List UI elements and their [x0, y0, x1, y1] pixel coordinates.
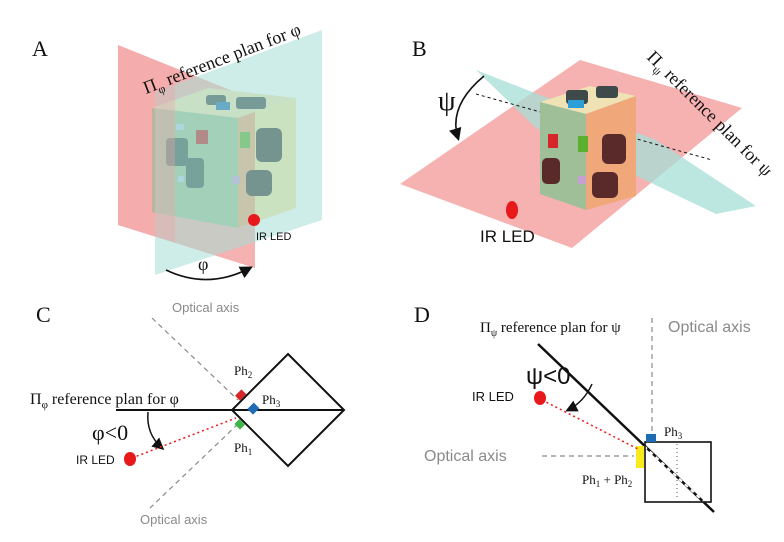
panel-d: D Πψ reference plan for ψ Optical axis P…	[414, 302, 751, 513]
panel-c-angle-label: φ<0	[92, 420, 128, 445]
panel-b-cube-left-face	[540, 102, 586, 210]
panel-b-letter: B	[412, 36, 427, 61]
panel-d-plane-label: Πψ reference plan for ψ	[480, 320, 621, 339]
panel-b-angle-arc	[449, 75, 485, 142]
panel-d-ph12-sensor	[636, 446, 644, 468]
panel-d-letter: D	[414, 302, 430, 327]
panel-c-plane-label: Πφ reference plan for φ	[30, 391, 179, 411]
panel-b-ir-led	[506, 201, 518, 219]
panel-c-ph3-sensor	[247, 402, 260, 415]
panel-d-reference-line	[537, 343, 715, 513]
panel-d-reference-line-dashed	[643, 445, 705, 503]
panel-c-ph1-sensor	[234, 419, 245, 430]
panel-d-angle-label: ψ<0	[526, 363, 570, 390]
panel-c-ph1-label: Ph1	[234, 440, 252, 457]
panel-b-chip	[578, 176, 586, 184]
panel-b-chip	[602, 134, 626, 164]
panel-d-ph12-label: Ph1 + Ph2	[582, 472, 632, 489]
panel-b: B Πψ reference plan for ψ IR LED ψ	[400, 36, 777, 248]
panel-b-angle-label: ψ	[438, 86, 456, 117]
panel-d-optical-axis-left: Optical axis	[424, 448, 507, 465]
panel-c-optical-axis-top: Optical axis	[172, 300, 240, 315]
panel-a-red-plane-front	[118, 45, 175, 242]
panel-d-ph3-sensor	[646, 434, 656, 442]
panel-b-chip	[568, 100, 584, 108]
panel-c-angle-arc	[147, 411, 165, 450]
panel-c-ph2-label: Ph2	[234, 363, 252, 380]
panel-a-angle-label: φ	[198, 254, 208, 274]
panel-d-ir-led	[534, 391, 546, 405]
panel-c-optical-axis-line-top	[151, 317, 239, 401]
panel-a: A Πφ reference plan for φ IR LED	[32, 19, 322, 281]
panel-d-ph3-label: Ph3	[664, 424, 683, 441]
panel-d-led-label: IR LED	[472, 389, 514, 404]
panel-b-chip	[578, 136, 588, 152]
panel-c-ph2-sensor	[235, 389, 247, 401]
panel-d-led-ray	[541, 399, 641, 451]
panel-b-chip	[548, 134, 558, 148]
panel-a-angle-arc	[165, 266, 253, 281]
panel-c-led-ray	[131, 417, 237, 459]
panel-c: C Optical axis Optical axis Πφ reference…	[30, 300, 346, 527]
panel-c-letter: C	[36, 302, 51, 327]
panel-c-optical-axis-line-bottom	[149, 423, 239, 509]
panel-c-ir-led	[124, 452, 136, 466]
panel-d-optical-axis-top: Optical axis	[668, 319, 751, 336]
panel-c-optical-axis-bottom: Optical axis	[140, 512, 208, 527]
panel-a-led-label: IR LED	[256, 231, 292, 243]
panel-c-ph3-label: Ph3	[262, 392, 281, 409]
panel-a-teal-plane	[155, 30, 322, 275]
panel-d-cube-outline	[644, 441, 712, 503]
panel-a-ir-led	[248, 214, 260, 226]
panel-b-chip	[592, 172, 618, 198]
panel-c-led-label: IR LED	[76, 453, 115, 467]
panel-c-cube-outline	[230, 352, 346, 468]
panel-b-led-label: IR LED	[480, 227, 535, 246]
panel-a-letter: A	[32, 36, 48, 61]
panel-b-chip	[596, 86, 618, 98]
panel-b-chip	[542, 158, 560, 184]
panel-d-angle-arc	[565, 383, 593, 412]
